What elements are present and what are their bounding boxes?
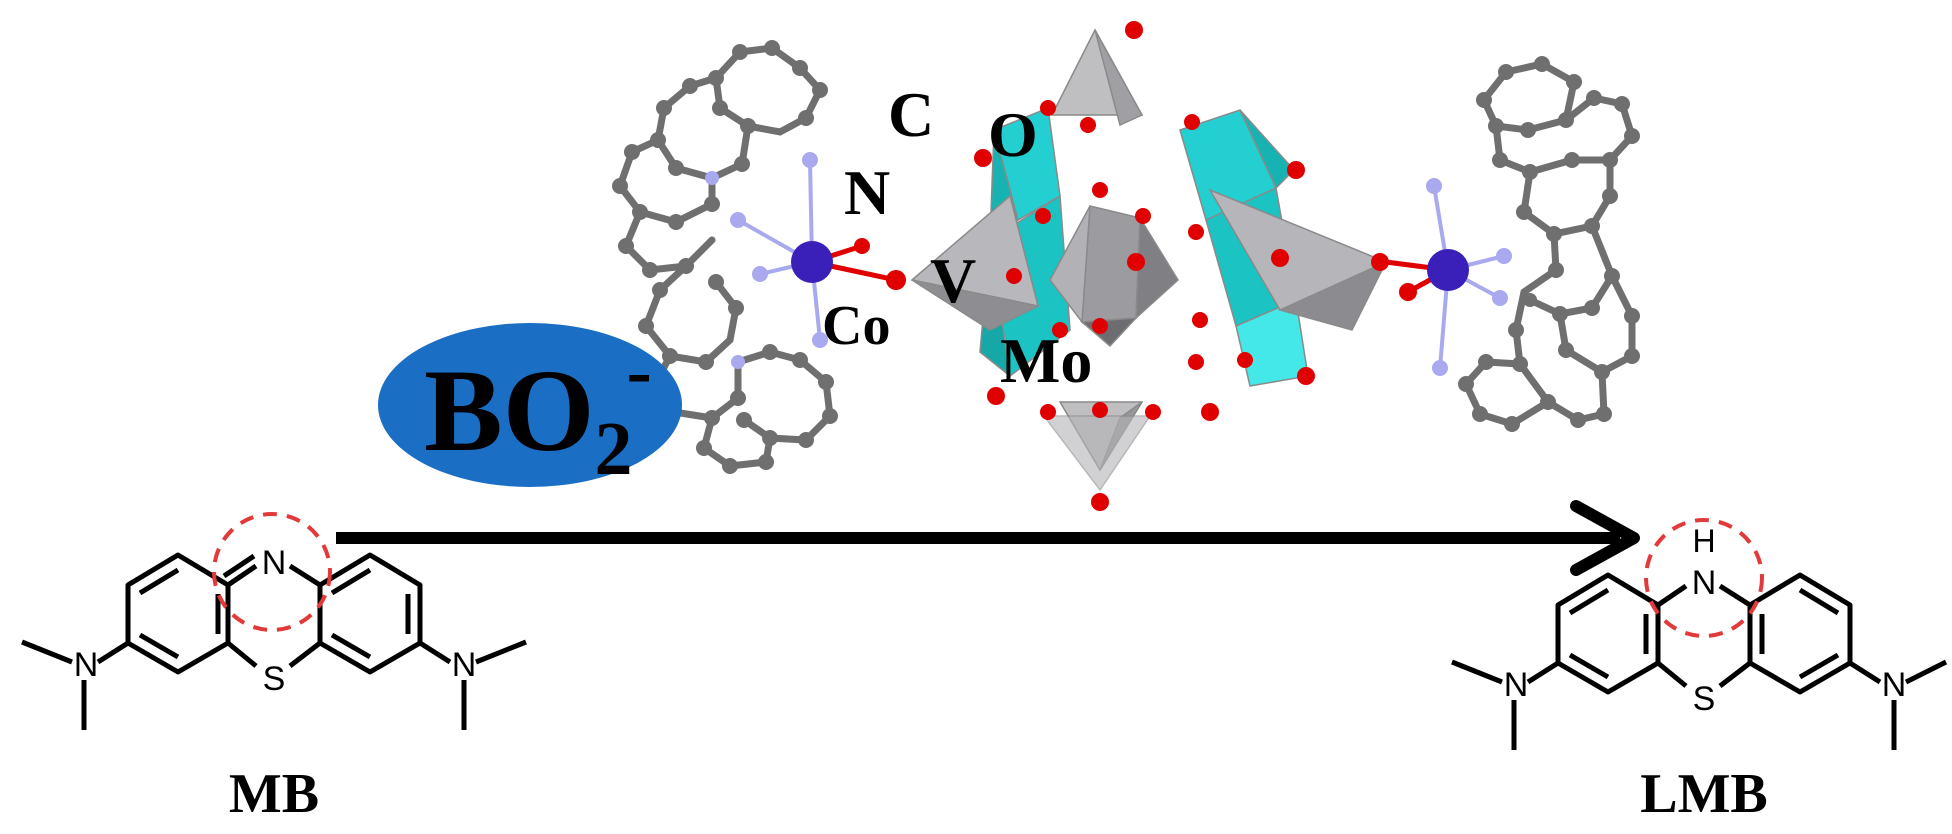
- carbon-label: C: [888, 79, 934, 150]
- lmb-label: LMB: [1640, 763, 1768, 825]
- reductant-bubble: BO2-: [378, 323, 682, 491]
- cobalt-label: Co: [822, 295, 890, 357]
- reductant-base: BO: [424, 345, 595, 476]
- right-complex-oxygen-atoms: [1399, 283, 1417, 301]
- polyoxometalate-cluster: [910, 28, 1388, 492]
- reaction-arrow: [336, 500, 1640, 576]
- right-complex-nitrogen-atoms: [1426, 178, 1512, 376]
- mb-structure: [21, 552, 527, 730]
- mb-ring-nitrogen: N: [262, 544, 287, 582]
- lmb-structure: [1451, 572, 1948, 750]
- left-complex-nitrogen-atoms: [705, 152, 828, 369]
- oxygen-label: O: [988, 99, 1038, 170]
- lmb-ring-nitrogen: N: [1692, 564, 1717, 602]
- polyoxometalate-oxygen-atoms: [974, 21, 1389, 511]
- molybdenum-label: Mo: [1000, 325, 1092, 396]
- lmb-amine-left: N: [1504, 666, 1529, 704]
- vanadium-label: V: [930, 245, 976, 316]
- left-cobalt-atom: [791, 241, 833, 283]
- reductant-ellipse: [378, 323, 682, 487]
- mb-amine-left: N: [74, 646, 99, 684]
- mb-label: MB: [229, 763, 319, 825]
- right-complex-carbon-atoms: [1458, 56, 1640, 432]
- lmb-ring-sulfur: S: [1693, 680, 1716, 718]
- right-cobalt-atom: [1427, 249, 1469, 291]
- nitrogen-label: N: [844, 157, 890, 228]
- reductant-superscript: -: [627, 329, 652, 413]
- reductant-subscript: 2: [595, 407, 633, 491]
- left-complex-oxygen-atoms: [854, 238, 906, 290]
- mb-highlight-circle: [212, 512, 332, 632]
- svg-text:BO2-: BO2-: [424, 329, 652, 491]
- mb-ring-sulfur: S: [263, 660, 286, 698]
- lmb-highlight-circle: [1644, 518, 1764, 638]
- mb-amine-right: N: [452, 646, 477, 684]
- lmb-amine-right: N: [1882, 666, 1907, 704]
- lmb-ring-hydrogen: H: [1692, 523, 1715, 559]
